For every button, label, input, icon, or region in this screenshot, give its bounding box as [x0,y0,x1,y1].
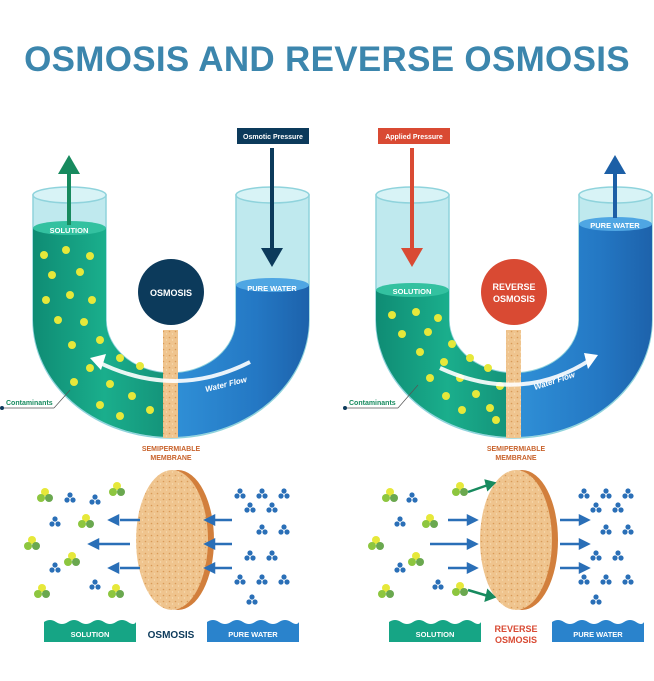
reverse-membrane-label-line2: MEMBRANE [495,455,537,462]
reverse-u-tube: Water Flow SOLUTION PURE WATER [375,148,653,439]
osmosis-membrane-strip [163,330,178,438]
reverse-bottom-solution-label: SOLUTION [416,630,455,639]
reverse-water-molecules [394,488,634,605]
osmosis-solution-surface [33,221,106,235]
reverse-center-line1: REVERSE [492,282,535,292]
reverse-bottom-pure-bar [552,625,644,642]
reverse-solution-surface [376,283,449,297]
page-title: OSMOSIS AND REVERSE OSMOSIS [24,40,630,79]
osmosis-center-badge [138,259,204,325]
osmosis-pure-label: PURE WATER [247,284,297,293]
applied-pressure-tag [378,128,450,144]
osmosis-up-arrowhead [58,155,80,174]
reverse-contaminant-dots [388,308,504,424]
reverse-pure-label: PURE WATER [590,221,640,230]
applied-pressure-label: Applied Pressure [385,134,443,141]
osmosis-membrane-label-line2: MEMBRANE [150,455,192,462]
reverse-solution-label: SOLUTION [393,287,432,296]
osmosis-bottom-center-label: OSMOSIS [148,630,195,641]
reverse-molecule-arrows [430,513,591,575]
reverse-pure-liquid [519,224,652,437]
osmosis-solution-liquid [33,228,176,437]
reverse-flow-arrow [439,358,592,387]
reverse-membrane-label-line1: SEMIPERMIABLE [487,446,546,453]
reverse-down-arrowhead [401,248,423,267]
osmosis-pure-liquid [176,285,309,437]
reverse-contaminants-label: Contaminants [349,400,396,407]
reverse-up-arrowhead [604,155,626,174]
osmosis-down-arrowhead [261,248,283,267]
reverse-contaminants-dot [343,406,347,410]
reverse-bounce-arrows [467,479,497,602]
osmosis-contaminants-leader-diag [53,389,71,409]
osmosis-contaminants-label: Contaminants [6,400,53,407]
reverse-bottom-pure-wave [552,620,644,626]
reverse-membrane-disc [480,470,558,610]
reverse-center-badge [481,259,547,325]
osmosis-flow-arrow [97,360,251,383]
osmotic-pressure-label: Osmotic Pressure [243,134,303,141]
reverse-center-line2: OSMOSIS [493,294,535,304]
osmosis-membrane-disc [136,470,214,610]
osmosis-bottom-pure-bar [207,625,299,642]
osmosis-bottom-solution-wave [44,620,136,626]
osmotic-pressure-tag [237,128,309,144]
osmosis-u-tube: Water Flow SOLUTION PURE WATER [32,148,310,439]
reverse-bottom-center-line1: REVERSE [494,624,537,634]
osmosis-bottom-solution-label: SOLUTION [71,630,110,639]
reverse-bottom-pure-label: PURE WATER [573,630,623,639]
reverse-bottom-center-line2: OSMOSIS [495,635,537,645]
osmosis-center-label: OSMOSIS [150,288,192,298]
osmosis-solution-label: SOLUTION [50,226,89,235]
osmosis-bottom-solution-bar [44,625,136,642]
osmosis-flow-arrowhead [90,354,106,370]
osmosis-membrane-label-line1: SEMIPERMIABLE [142,446,201,453]
reverse-pure-surface [579,217,652,231]
osmosis-contaminants-dot [0,406,4,410]
osmosis-bottom-pure-wave [207,620,299,626]
osmosis-contaminant-clusters [24,482,125,598]
reverse-flow-arrowhead [584,353,598,369]
osmosis-bottom-pure-label: PURE WATER [228,630,278,639]
osmosis-molecule-arrows [87,513,232,575]
osmosis-water-molecules [49,488,290,605]
reverse-contaminants-leader-diag [397,384,419,409]
osmosis-contaminant-dots [40,246,154,420]
reverse-bottom-solution-wave [389,620,481,626]
reverse-bottom-solution-bar [389,625,481,642]
osmosis-pure-surface [236,278,309,292]
reverse-contaminant-clusters [368,482,468,598]
